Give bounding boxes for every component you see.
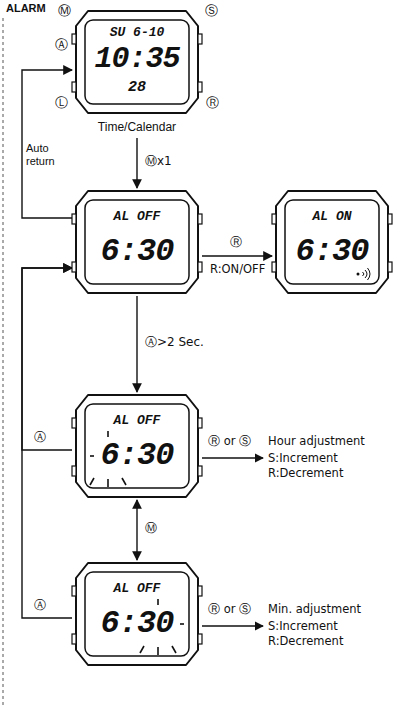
button — [72, 466, 76, 476]
button — [72, 34, 76, 44]
button — [272, 214, 276, 224]
flow-arrow — [22, 70, 72, 218]
lcd-text: 28 — [72, 80, 202, 95]
button — [72, 262, 76, 272]
flow-arrow — [136, 296, 137, 392]
button — [198, 418, 202, 428]
flow-arrow — [136, 500, 137, 560]
button — [198, 634, 202, 644]
leader-arrow — [202, 457, 263, 458]
function-note: R:Decrement — [268, 466, 343, 480]
flash-ray — [122, 478, 126, 485]
edge-label: Ⓜx1 — [145, 155, 172, 169]
watch-face: AL OFF 6:30 — [72, 560, 202, 668]
watch-caption: Time/Calendar — [62, 120, 212, 134]
flash-ray — [172, 646, 176, 653]
flash-ray — [107, 479, 109, 487]
function-note: S:Increment — [268, 619, 338, 633]
flash-ray — [90, 478, 94, 485]
lcd-text: SU 6-10 — [72, 26, 202, 39]
function-note: R:Decrement — [268, 634, 343, 648]
lcd-text: AL ON — [272, 210, 392, 223]
flow-arrow — [22, 268, 72, 450]
flow-arrow — [202, 255, 272, 256]
button-letter: Ⓐ — [55, 36, 68, 54]
flash-ray — [157, 599, 159, 605]
lcd-digits: 6:30 — [72, 440, 202, 472]
lcd-digits: 6:30 — [272, 236, 392, 268]
sound-icon — [363, 272, 365, 276]
flash-ray — [90, 455, 94, 457]
button-letter: Ⓢ — [205, 2, 218, 20]
edge-label: Ⓐ — [34, 599, 46, 613]
flow-arrow — [22, 268, 72, 618]
edge-label: Ⓐ — [34, 431, 46, 445]
button — [72, 214, 76, 224]
lcd-digits: 6:30 — [72, 236, 202, 268]
dashed-border — [3, 18, 4, 706]
edge-label: Auto return — [26, 142, 70, 167]
watch-face: AL ON 6:30 — [272, 188, 392, 296]
watch-face: SU 6-1010:3528Time/Calendar — [72, 8, 202, 116]
flash-ray — [180, 623, 184, 625]
button-letter: Ⓡ — [206, 94, 219, 112]
button — [198, 466, 202, 476]
flash-ray — [107, 431, 109, 437]
button — [198, 214, 202, 224]
flash-ray — [157, 647, 159, 655]
diagram-title: ALARM — [6, 2, 46, 14]
lcd-digits: 6:30 — [72, 608, 202, 640]
button — [198, 586, 202, 596]
button — [198, 34, 202, 44]
button — [72, 82, 76, 92]
lcd-text: AL OFF — [72, 582, 202, 595]
function-note: S:Increment — [268, 451, 338, 465]
button — [72, 634, 76, 644]
lcd-text: AL OFF — [72, 414, 202, 427]
button-letter: Ⓛ — [55, 94, 68, 112]
edge-label: Ⓐ>2 Sec. — [145, 336, 204, 350]
watch-face: AL OFF 6:30 — [72, 392, 202, 500]
edge-label: Ⓡ — [230, 236, 242, 250]
button — [388, 262, 392, 272]
edge-label: Ⓜ — [145, 522, 157, 536]
button — [72, 586, 76, 596]
button-letter: Ⓜ — [58, 2, 71, 20]
button — [198, 82, 202, 92]
flash-ray — [140, 646, 144, 653]
leader-arrow — [202, 625, 263, 626]
watch-face: AL OFF 6:30 — [72, 188, 202, 296]
lcd-text: AL OFF — [72, 210, 202, 223]
button — [198, 262, 202, 272]
sound-icon — [368, 268, 371, 280]
button-function: R:ON/OFF — [210, 262, 265, 276]
button — [72, 418, 76, 428]
button — [272, 262, 276, 272]
function-note: Hour adjustment — [268, 434, 365, 448]
sound-icon — [365, 270, 367, 278]
button-choice: Ⓡ or Ⓢ — [208, 602, 251, 617]
button — [388, 214, 392, 224]
lcd-digits: 10:35 — [72, 44, 202, 74]
flow-arrow — [136, 138, 137, 188]
button-choice: Ⓡ or Ⓢ — [208, 434, 251, 449]
sound-icon — [357, 273, 360, 276]
function-note: Min. adjustment — [268, 602, 361, 616]
